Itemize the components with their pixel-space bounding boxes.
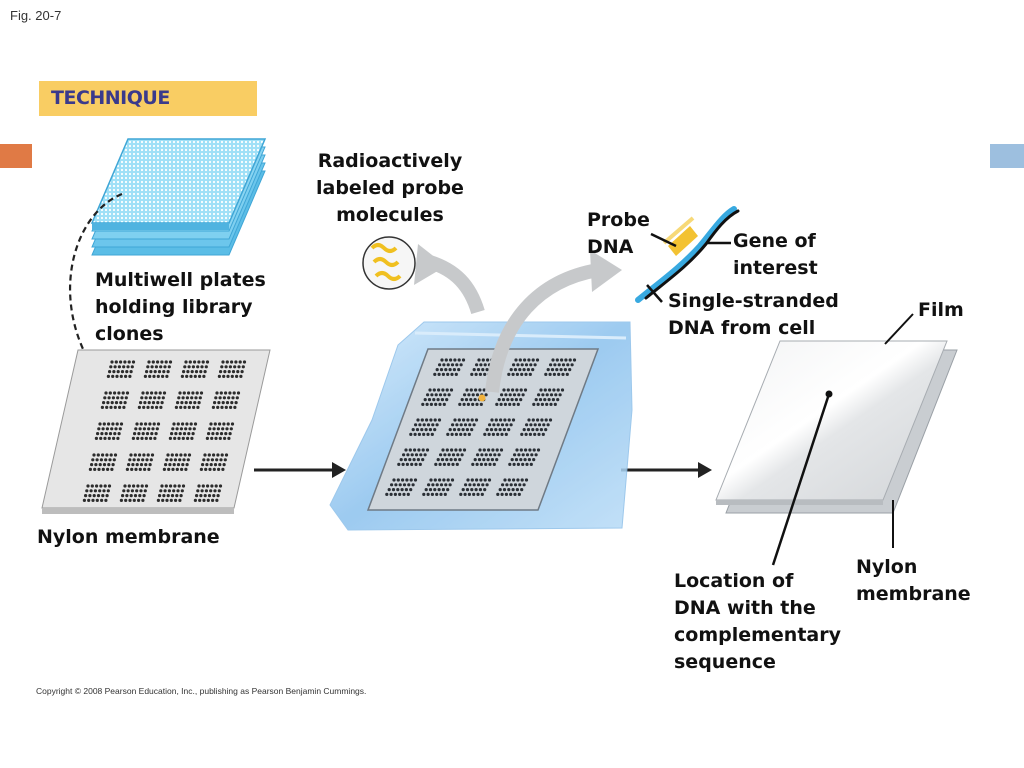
probe-dna-pointer	[650, 232, 677, 248]
nylon-membrane-left-label: Nylon membrane	[37, 526, 220, 548]
nylon-membrane-right-label: Nylon membrane	[856, 556, 971, 605]
copyright: Copyright © 2008 Pearson Education, Inc.…	[36, 686, 367, 696]
location-label: Location of DNA with the complementary s…	[674, 570, 841, 673]
film-pointer	[884, 313, 914, 345]
hybridization-arrow	[485, 263, 600, 393]
single-stranded-label: Single-stranded DNA from cell	[668, 290, 839, 339]
prev-slide-tab[interactable]	[0, 144, 32, 168]
dna-strand	[635, 206, 740, 303]
gene-of-interest-label: Gene of interest	[733, 230, 818, 279]
next-slide-tab[interactable]	[990, 144, 1024, 168]
single-strand-pointer	[646, 284, 663, 303]
probe-molecules-label: Radioactively labeled probe molecules	[316, 150, 464, 226]
multiwell-plates	[90, 138, 267, 256]
hybridization-bag	[329, 321, 633, 531]
technique-banner: TECHNIQUE	[39, 81, 257, 116]
film-stack	[715, 340, 958, 514]
probe-dna-label: Probe DNA	[587, 209, 650, 258]
nylon-membrane-left	[41, 349, 271, 514]
probe-molecules-circle	[362, 236, 416, 290]
film-label: Film	[918, 299, 964, 321]
multiwell-label: Multiwell plates holding library clones	[95, 269, 266, 345]
location-pointer	[771, 393, 831, 566]
technique-title: TECHNIQUE	[51, 87, 170, 109]
figure-label: Fig. 20-7	[10, 8, 62, 23]
